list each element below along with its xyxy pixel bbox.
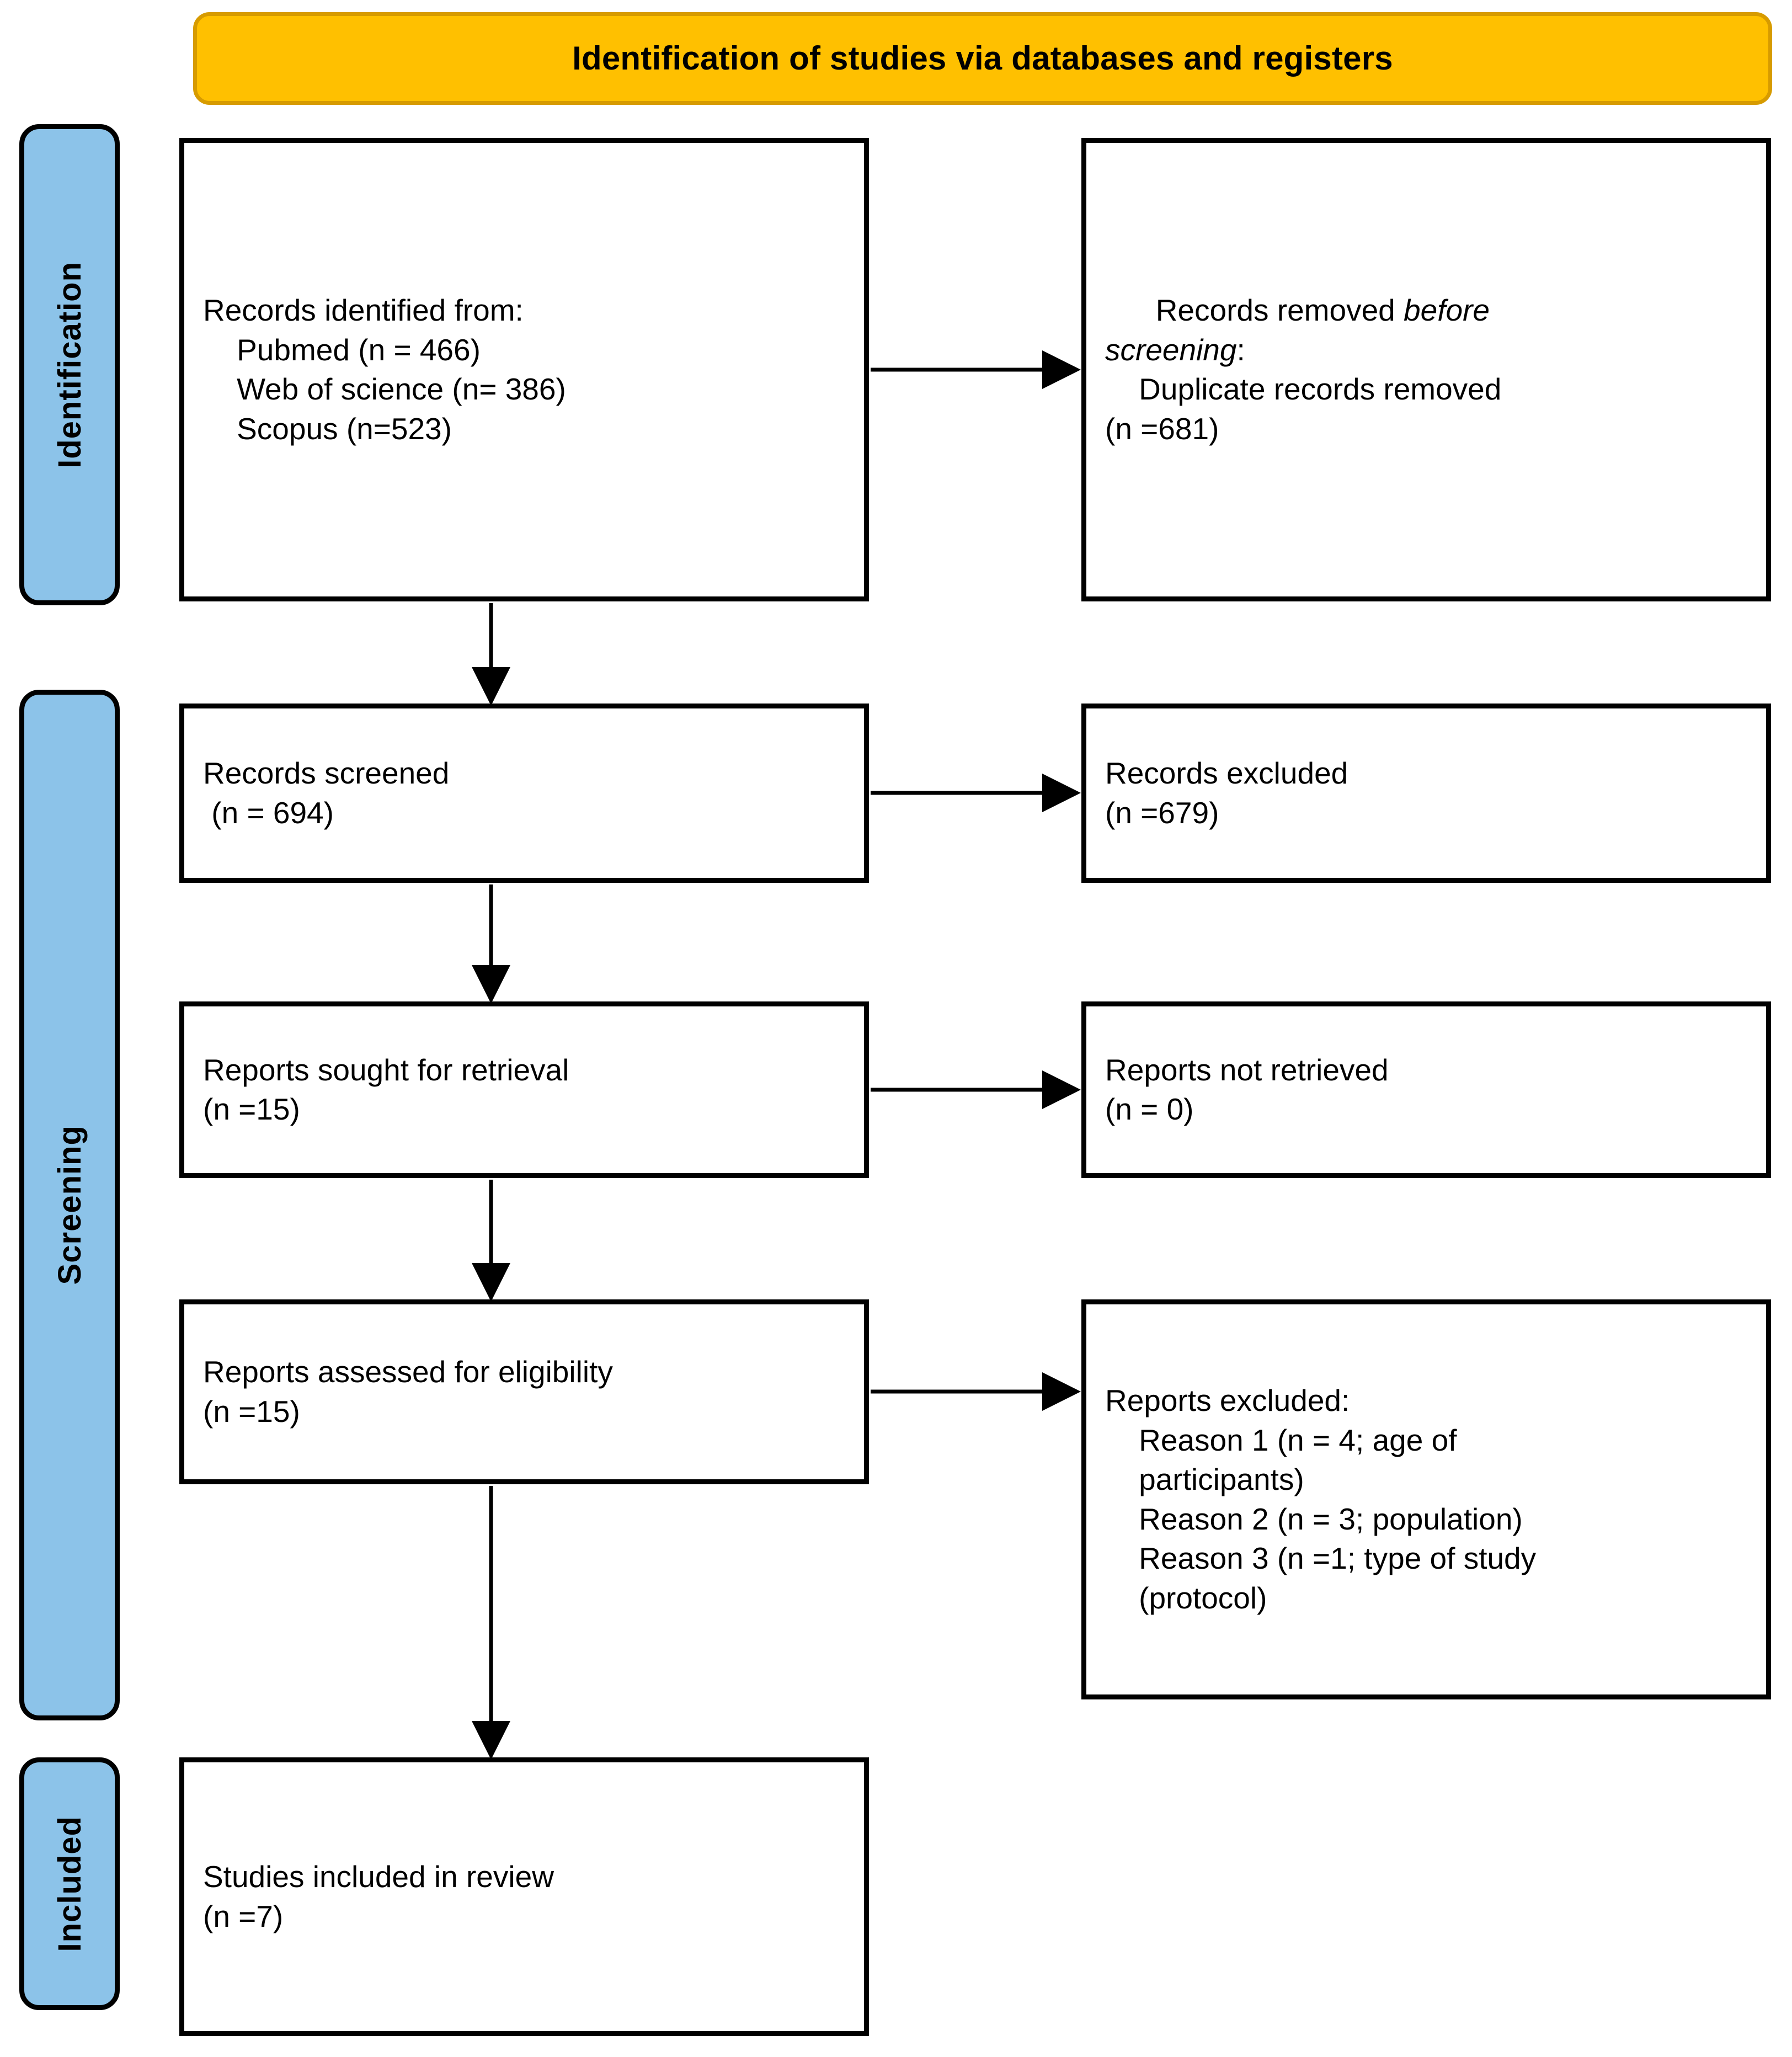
records-identified-text: Records identified from: Pubmed (n = 466…	[203, 293, 566, 446]
stage-label-screening-text: Screening	[51, 1125, 88, 1285]
reports-assessed-text: Reports assessed for eligibility (n =15)	[203, 1355, 613, 1429]
stage-label-included: Included	[19, 1757, 120, 2010]
reports-sought-box: Reports sought for retrieval (n =15)	[179, 1001, 869, 1178]
studies-included-box: Studies included in review (n =7)	[179, 1757, 869, 2036]
reports-not-retrieved-text: Reports not retrieved (n = 0)	[1105, 1052, 1389, 1127]
reports-not-retrieved-box: Reports not retrieved (n = 0)	[1081, 1001, 1771, 1178]
records-removed-text: Records removed before screening: Duplica…	[1105, 252, 1747, 488]
stage-label-included-text: Included	[51, 1815, 88, 1952]
records-excluded-text: Records excluded (n =679)	[1105, 756, 1348, 830]
records-screened-text: Records screened (n = 694)	[203, 756, 450, 830]
page-title: Identification of studies via databases …	[572, 40, 1393, 77]
records-removed-rest: Duplicate records removed (n =681)	[1105, 372, 1502, 446]
records-identified-box: Records identified from: Pubmed (n = 466…	[179, 138, 869, 601]
records-removed-line1-italic: before	[1404, 293, 1490, 327]
diagram-header-banner: Identification of studies via databases …	[193, 12, 1772, 105]
records-removed-line2-post: :	[1236, 332, 1245, 367]
records-removed-line2-italic: screening	[1105, 332, 1237, 367]
studies-included-text: Studies included in review (n =7)	[203, 1859, 554, 1933]
stage-label-identification-text: Identification	[51, 261, 88, 468]
records-screened-box: Records screened (n = 694)	[179, 704, 869, 883]
records-excluded-box: Records excluded (n =679)	[1081, 704, 1771, 883]
reports-excluded-text: Reports excluded: Reason 1 (n = 4; age o…	[1105, 1383, 1537, 1615]
stage-label-screening: Screening	[19, 690, 120, 1720]
records-removed-line1-pre: Records removed	[1155, 293, 1404, 327]
stage-label-identification: Identification	[19, 124, 120, 605]
reports-sought-text: Reports sought for retrieval (n =15)	[203, 1052, 569, 1127]
reports-excluded-box: Reports excluded: Reason 1 (n = 4; age o…	[1081, 1299, 1771, 1699]
reports-assessed-box: Reports assessed for eligibility (n =15)	[179, 1299, 869, 1484]
records-removed-box: Records removed before screening: Duplica…	[1081, 138, 1771, 601]
